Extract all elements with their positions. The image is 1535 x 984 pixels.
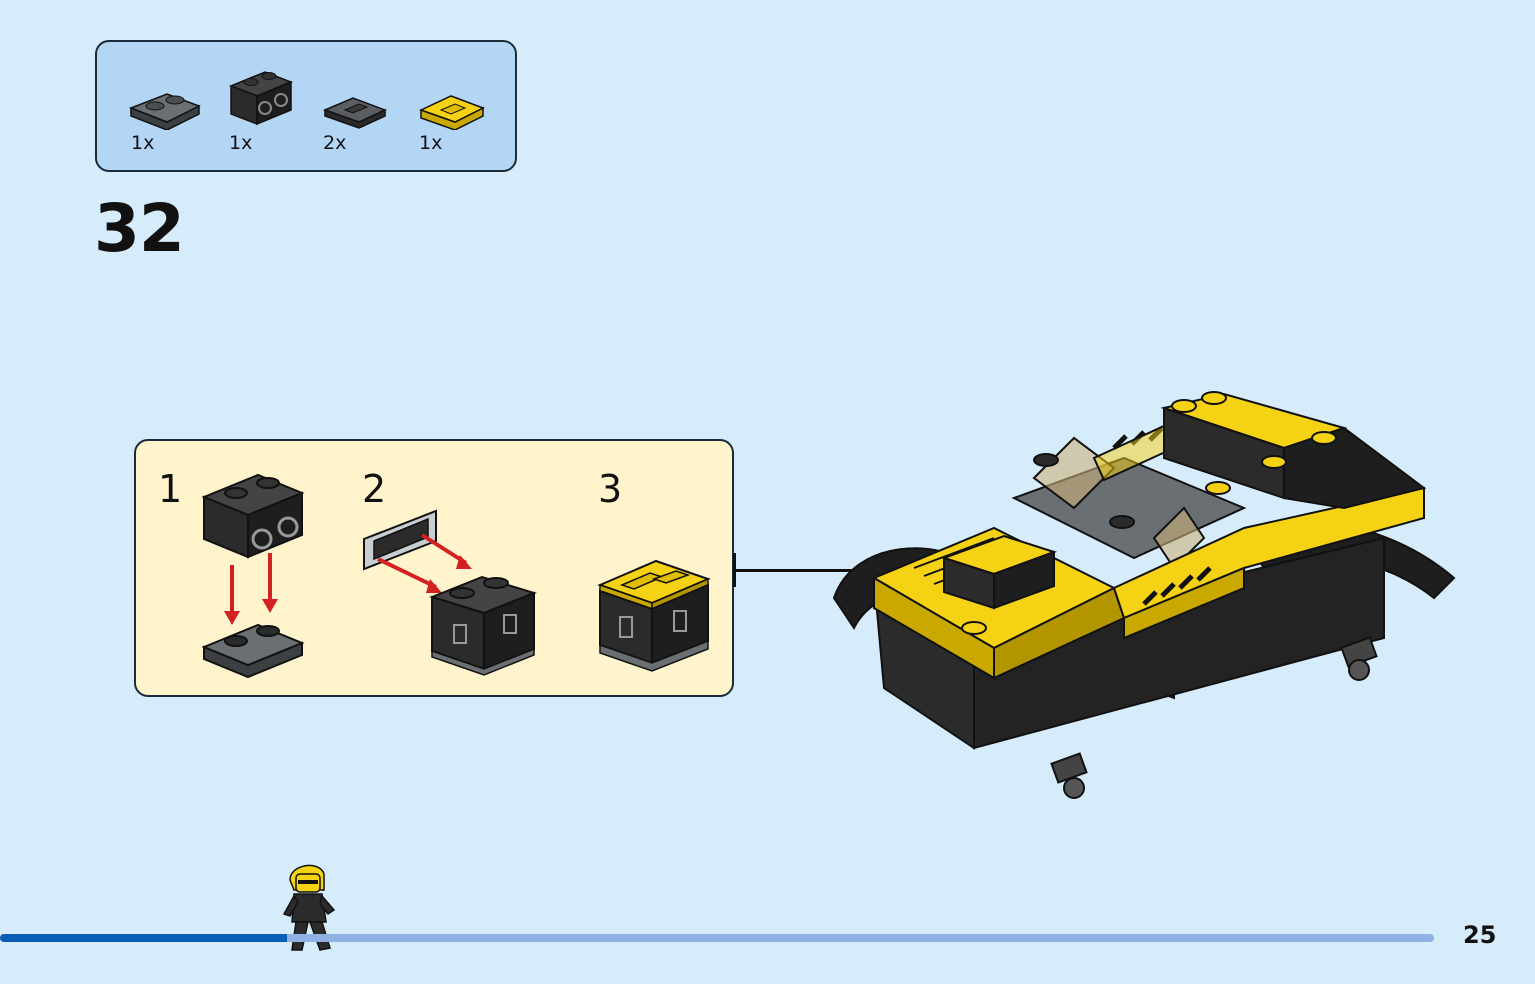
tile-1x2-grille-dark-gray-icon <box>322 97 387 129</box>
vehicle-model-illustration <box>832 391 1456 799</box>
part-quantity: 1x <box>229 132 253 154</box>
step-number: 32 <box>94 190 185 267</box>
part-quantity: 2x <box>323 132 347 154</box>
build-progress-fill <box>0 934 287 942</box>
part-quantity: 1x <box>131 132 155 154</box>
part-item: 1x <box>127 60 207 160</box>
sub-assembly-box: 1 2 3 <box>134 439 734 697</box>
sub-step-2-illustration <box>363 509 538 676</box>
sub-step-label: 3 <box>598 467 623 511</box>
brick-1x2-studs-side-black-icon <box>228 71 294 126</box>
sub-step-1-illustration <box>201 473 305 679</box>
part-item: 1x <box>415 60 495 160</box>
part-quantity: 1x <box>419 132 443 154</box>
sub-step-label: 1 <box>158 467 183 511</box>
part-item: 2x <box>319 60 399 160</box>
build-progress-bar <box>0 934 1434 942</box>
page-number: 25 <box>1463 921 1497 949</box>
tile-1x2-grille-yellow-icon <box>419 95 485 130</box>
plate-1x2-dark-gray-icon <box>128 93 201 130</box>
part-item: 1x <box>225 60 305 160</box>
sub-step-3-illustration <box>597 559 711 672</box>
callout-line <box>734 569 904 572</box>
sub-step-label: 2 <box>362 467 387 511</box>
parts-list-box: 1x 1x 2x 1x <box>95 40 517 172</box>
